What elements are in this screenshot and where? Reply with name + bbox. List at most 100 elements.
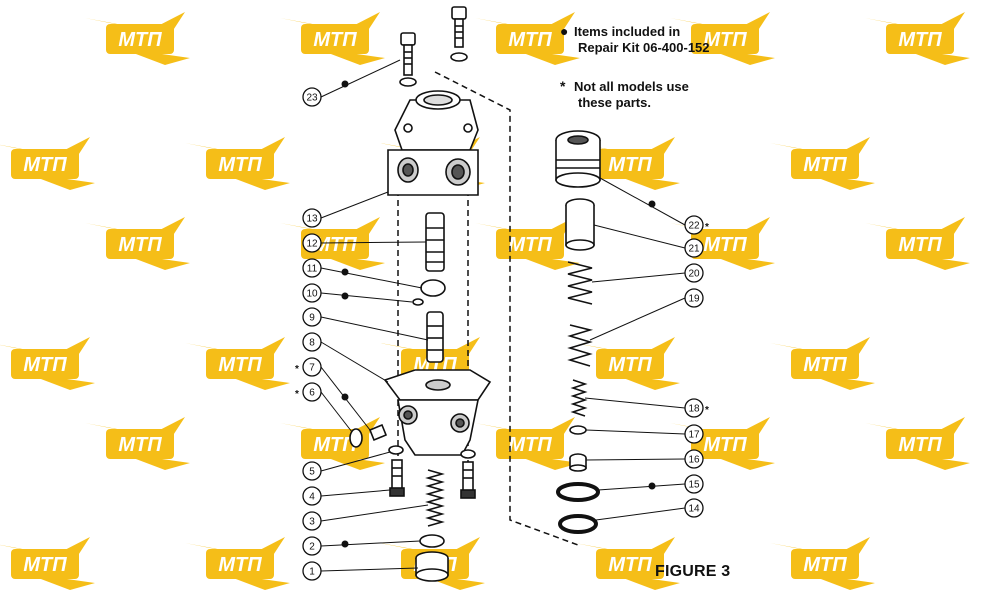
piston-lower bbox=[426, 311, 444, 363]
note-legend-line2: these parts. bbox=[578, 95, 651, 110]
ring-14 bbox=[558, 514, 598, 534]
callout-layer: 123456*7*89101112131415161718*19202122*2… bbox=[295, 80, 709, 581]
callout-12: 12 bbox=[302, 233, 322, 253]
kit-dot-icon bbox=[648, 200, 656, 208]
leader-line bbox=[320, 292, 413, 303]
callout-15: 15 bbox=[684, 474, 704, 494]
watermark-text: МТП bbox=[23, 554, 67, 576]
watermark-text: МТП bbox=[118, 434, 162, 456]
asterisk-mark: * bbox=[295, 389, 299, 400]
watermark-text: МТП bbox=[898, 29, 942, 51]
leader-line bbox=[320, 540, 421, 547]
mtp-watermark-logo: МТП bbox=[475, 12, 580, 65]
kit-legend-line2: Repair Kit 06-400-152 bbox=[578, 40, 710, 55]
leader-line bbox=[320, 241, 427, 244]
watermark-text: МТП bbox=[608, 354, 652, 376]
ring-15 bbox=[556, 482, 600, 502]
upper-body-flange bbox=[394, 90, 479, 151]
leader-line bbox=[320, 391, 353, 433]
leader-line bbox=[320, 316, 429, 341]
top-bolt-left bbox=[399, 32, 417, 87]
callout-23: 23 bbox=[302, 87, 322, 107]
leader-line bbox=[320, 341, 389, 383]
washer-5 bbox=[388, 445, 404, 455]
callout-number: 2 bbox=[309, 542, 315, 553]
right-assembly bbox=[555, 130, 601, 534]
mtp-watermark-logo: МТП bbox=[475, 417, 580, 470]
callout-number: 21 bbox=[688, 244, 700, 255]
mtp-watermark-logo: МТП bbox=[85, 417, 190, 470]
callout-number: 10 bbox=[306, 289, 318, 300]
callout-1: 1 bbox=[302, 561, 322, 581]
leader-line bbox=[593, 224, 686, 249]
watermark-text: МТП bbox=[118, 234, 162, 256]
callout-number: 11 bbox=[307, 264, 318, 275]
watermark-text: МТП bbox=[703, 434, 747, 456]
asterisk-mark: * bbox=[705, 405, 709, 416]
mtp-watermark-logo: МТП bbox=[280, 12, 385, 65]
callout-4: 4 bbox=[302, 486, 322, 506]
callout-number: 5 bbox=[309, 467, 315, 478]
mtp-watermark-logo: МТП bbox=[280, 217, 385, 270]
left-assembly bbox=[349, 6, 492, 582]
leader-line bbox=[589, 297, 686, 341]
exhaust-cap-1 bbox=[415, 551, 449, 582]
callout-number: 3 bbox=[309, 517, 315, 528]
leader-line bbox=[584, 397, 686, 409]
mtp-watermark-logo: МТП bbox=[575, 337, 680, 390]
kit-dot-icon bbox=[341, 292, 349, 300]
mtp-watermark-logo: МТП bbox=[185, 337, 290, 390]
callout-number: 22 bbox=[688, 221, 700, 232]
leader-line bbox=[320, 191, 389, 219]
watermark-text: МТП bbox=[218, 554, 262, 576]
callout-9: 9 bbox=[302, 307, 322, 327]
leader-line bbox=[320, 451, 391, 472]
callout-21: 21 bbox=[684, 238, 704, 258]
callout-number: 20 bbox=[688, 269, 700, 280]
asterisk-icon: * bbox=[560, 78, 566, 94]
models-note-legend: *Not all models use these parts. bbox=[560, 78, 689, 111]
mtp-watermark-logo: МТП bbox=[475, 217, 580, 270]
plate-6 bbox=[349, 428, 363, 448]
guide-21 bbox=[565, 198, 595, 251]
kit-dot-icon bbox=[341, 80, 349, 88]
watermark-text: МТП bbox=[803, 154, 847, 176]
callout-7: 7* bbox=[295, 357, 322, 377]
mtp-watermark-logo: МТП bbox=[670, 12, 775, 65]
mtp-watermark-logo: МТП bbox=[0, 137, 95, 190]
callout-3: 3 bbox=[302, 511, 322, 531]
leader-line bbox=[585, 458, 686, 461]
callout-14: 14 bbox=[684, 498, 704, 518]
watermark-text: МТП bbox=[313, 234, 357, 256]
callout-10: 10 bbox=[302, 283, 322, 303]
asterisk-mark: * bbox=[705, 222, 709, 233]
watermark-text: МТП bbox=[508, 434, 552, 456]
mtp-watermark-logo: МТП bbox=[670, 417, 775, 470]
leader-line bbox=[599, 177, 686, 226]
callout-number: 18 bbox=[688, 404, 700, 415]
spring-3 bbox=[425, 469, 445, 527]
mtp-watermark-logo: МТП bbox=[865, 12, 970, 65]
repair-kit-legend: ●Items included in Repair Kit 06-400-152 bbox=[560, 23, 710, 56]
mtp-watermark-logo: МТП bbox=[85, 12, 190, 65]
leader-line bbox=[591, 272, 686, 283]
watermark-text: МТП bbox=[608, 154, 652, 176]
callout-13: 13 bbox=[302, 208, 322, 228]
watermark-text: МТП bbox=[803, 354, 847, 376]
o-ring-2 bbox=[419, 534, 445, 548]
lower-bolt-right bbox=[460, 449, 476, 499]
mtp-watermark-logo: МТП bbox=[185, 137, 290, 190]
mtp-watermark-logo: МТП bbox=[865, 217, 970, 270]
seat-16 bbox=[569, 453, 587, 472]
callout-22: 22 * bbox=[684, 215, 709, 235]
piston-upper bbox=[425, 212, 445, 272]
watermark-text: МТП bbox=[803, 554, 847, 576]
callout-number: 19 bbox=[688, 294, 700, 305]
mtp-watermark-logo: МТП bbox=[85, 217, 190, 270]
watermark-text: МТП bbox=[508, 234, 552, 256]
watermark-text: МТП bbox=[898, 434, 942, 456]
spring-19 bbox=[567, 324, 594, 367]
leader-line bbox=[597, 483, 686, 491]
mtp-watermark-logo: МТП bbox=[865, 417, 970, 470]
